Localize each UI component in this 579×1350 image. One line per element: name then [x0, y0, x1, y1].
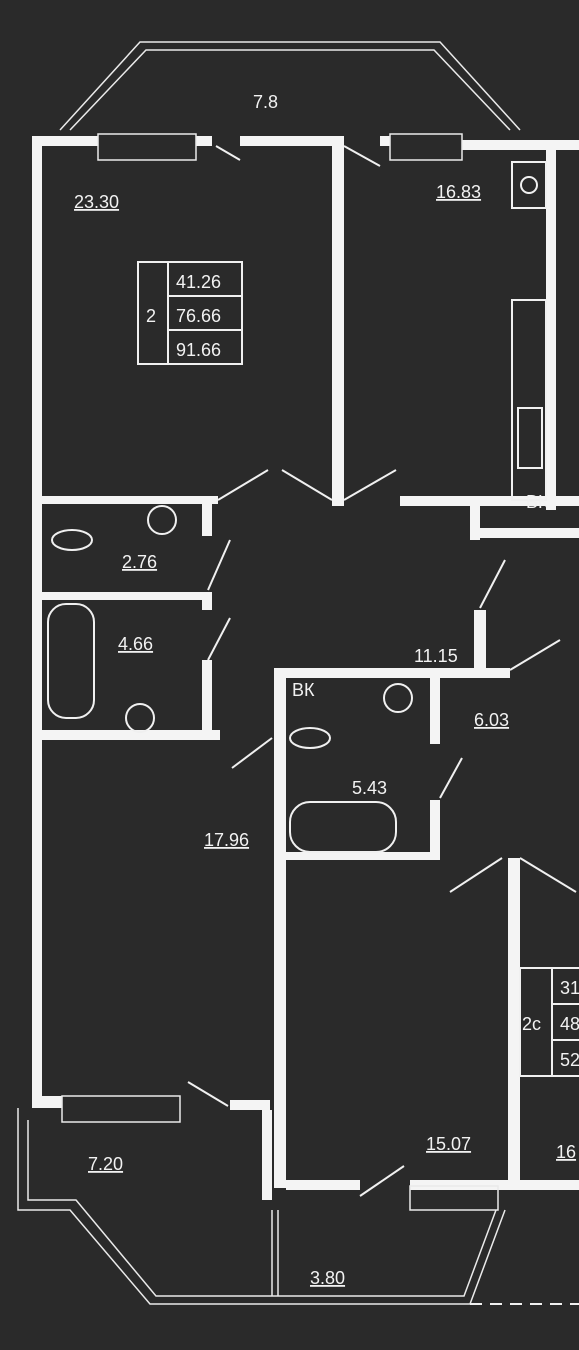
- toilet-icon-2: [289, 727, 331, 749]
- wc-area: 2.76: [122, 552, 157, 572]
- hall-area: 11.15: [414, 646, 458, 666]
- apartment-area-box-2: 2c 31 48 52: [519, 967, 579, 1077]
- fixtures: [47, 161, 547, 853]
- corridor-area: 6.03: [474, 710, 509, 730]
- top-balcony: [59, 41, 521, 131]
- box2-v1: 31: [560, 978, 579, 998]
- stove-icon: [511, 161, 547, 209]
- walls: [32, 136, 579, 1200]
- washbasin-icon: [147, 505, 177, 535]
- room-area-partial: 16: [556, 1142, 576, 1162]
- rooms-count-2: 2c: [522, 1014, 541, 1034]
- rooms-count: 2: [146, 306, 156, 326]
- door-swings: [187, 145, 577, 1197]
- bathtub-icon: [47, 603, 95, 719]
- toilet-icon: [51, 529, 93, 551]
- windows: [61, 133, 499, 1211]
- box2-v3: 52: [560, 1050, 579, 1070]
- box2-v2: 48: [560, 1014, 579, 1034]
- vk-label-2: ВК: [292, 680, 315, 700]
- total-area: 76.66: [176, 306, 221, 326]
- washbasin-icon-3: [383, 683, 413, 713]
- sink-icon: [517, 407, 543, 469]
- living-area: 41.26: [176, 272, 221, 292]
- loggia-left-area: 7.20: [88, 1154, 123, 1174]
- bath-left-area: 4.66: [118, 634, 153, 654]
- loggia-bottom-area: 3.80: [310, 1268, 345, 1288]
- bottom-loggia: [17, 1108, 579, 1305]
- living-area-17-96: 17.96: [204, 830, 249, 850]
- washbasin-icon-2: [125, 703, 155, 733]
- room-area-15-07: 15.07: [426, 1134, 471, 1154]
- apartment-area-box: 2 41.26 76.66 91.66: [137, 261, 243, 365]
- room-area-16-83: 16.83: [436, 182, 481, 202]
- total-with-balcony: 91.66: [176, 340, 221, 360]
- room-area-23-30: 23.30: [74, 192, 119, 212]
- bathtub-icon-2: [289, 801, 397, 853]
- bath-center-area: 5.43: [352, 778, 387, 798]
- vk-label-1: ВК: [526, 492, 549, 512]
- room-labels: 7.8 23.30 16.83 2.76 4.66 11.15 6.03 5.4…: [74, 92, 576, 1288]
- balcony-top-area: 7.8: [253, 92, 278, 112]
- kitchen-counter: [511, 299, 547, 501]
